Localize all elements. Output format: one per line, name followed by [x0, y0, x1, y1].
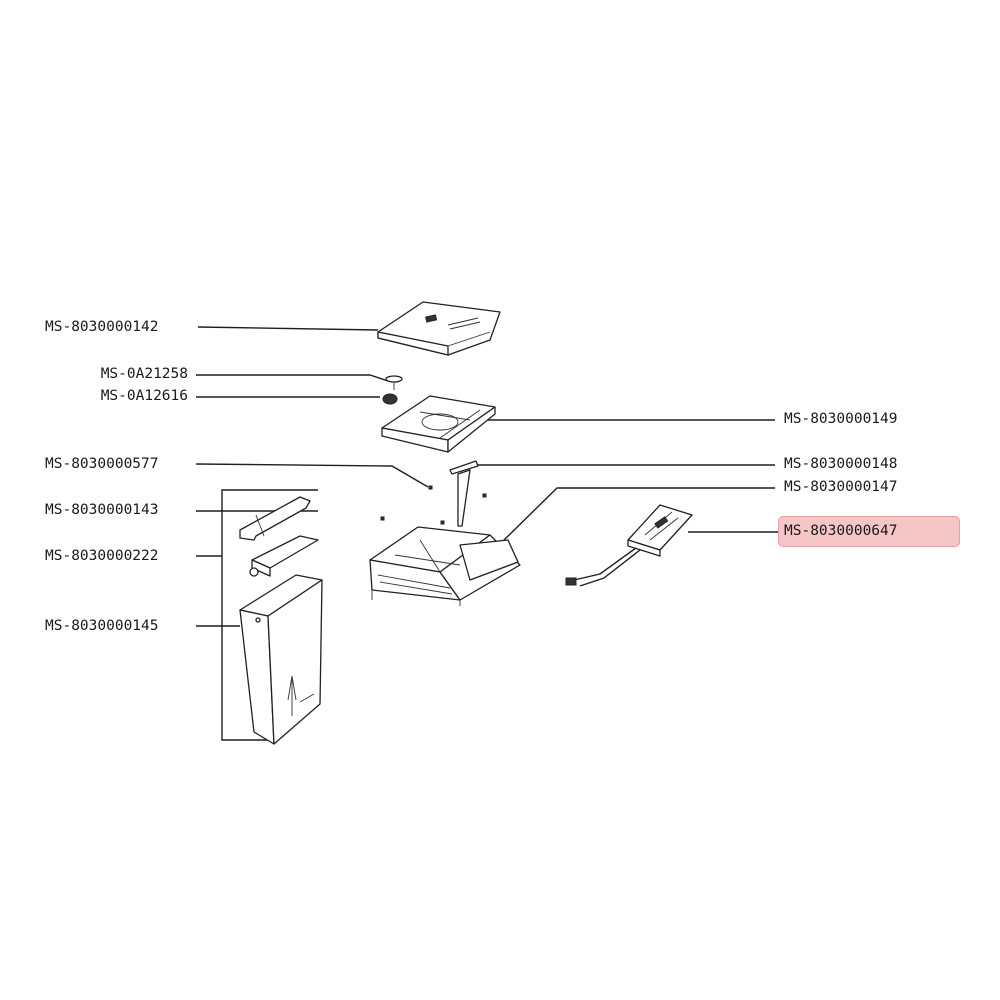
- label-ms-8030000222[interactable]: MS-8030000222: [45, 548, 159, 564]
- label-ms-0a12616[interactable]: MS-0A12616: [100, 388, 188, 404]
- leader-147: [501, 487, 775, 543]
- leader-142: [197, 326, 379, 331]
- part-handle: [239, 496, 311, 541]
- label-ms-8030000149[interactable]: MS-8030000149: [784, 411, 898, 427]
- part-lid: [377, 301, 501, 356]
- leader-lines: [195, 326, 778, 741]
- label-ms-8030000142[interactable]: MS-8030000142: [45, 319, 159, 335]
- part-latch: [249, 535, 319, 577]
- part-tray: [381, 395, 496, 453]
- label-ms-8030000145[interactable]: MS-8030000145: [45, 618, 159, 634]
- part-screw: [385, 375, 403, 390]
- label-ms-8030000147[interactable]: MS-8030000147: [784, 479, 898, 495]
- leader-577: [195, 463, 429, 488]
- label-ms-0a21258[interactable]: MS-0A21258: [100, 366, 188, 382]
- part-gasket: [382, 393, 398, 405]
- leader-bracket: [221, 489, 318, 741]
- part-tank: [239, 574, 323, 745]
- part-control-board: [565, 504, 693, 587]
- label-ms-8030000577[interactable]: MS-8030000577: [45, 456, 159, 472]
- part-blade: [449, 460, 479, 527]
- label-ms-8030000148[interactable]: MS-8030000148: [784, 456, 898, 472]
- leader-21258: [196, 374, 389, 382]
- small-screws: [380, 485, 487, 525]
- label-ms-8030000647-highlighted[interactable]: MS-8030000647: [784, 523, 898, 539]
- part-housing: [369, 526, 521, 606]
- label-ms-8030000143[interactable]: MS-8030000143: [45, 502, 159, 518]
- highlight-box: [778, 516, 960, 547]
